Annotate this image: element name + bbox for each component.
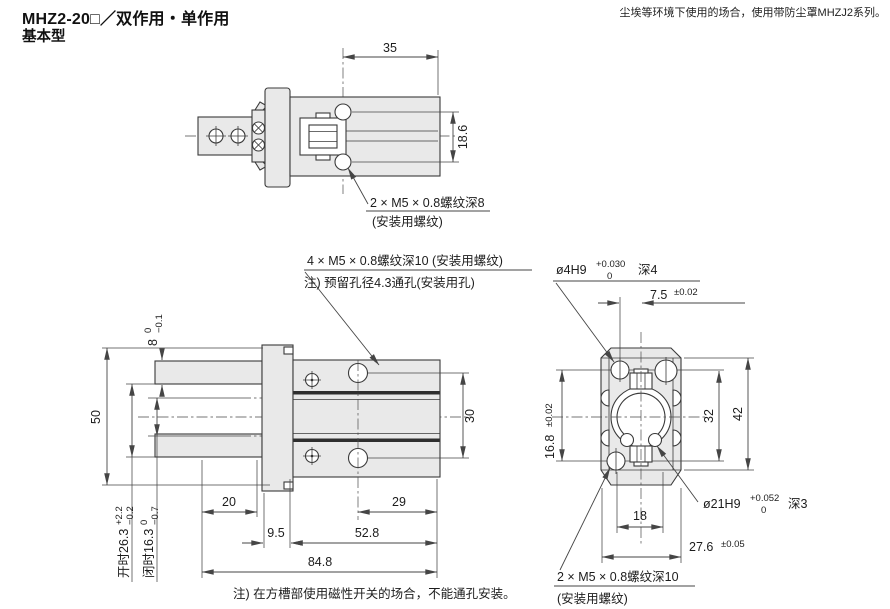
bore-depth: 深3 [788, 497, 808, 511]
dim-27-6-tol: ±0.05 [721, 539, 745, 550]
bore-tol-upper: +0.052 [750, 493, 779, 504]
dim-52-8: 52.8 [355, 526, 379, 540]
dim-29: 29 [392, 495, 406, 509]
snap-ring-hole [619, 432, 635, 448]
dim-50: 50 [89, 410, 103, 424]
switch-groove [293, 391, 440, 395]
svg-text:开时26.3: 开时26.3 [117, 529, 131, 578]
collar [264, 87, 291, 188]
dim-9-5: 9.5 [267, 526, 284, 540]
annotation-mount-hole: 注) 预留孔径4.3通孔(安装用孔) [304, 275, 475, 290]
svg-text:闭时16.3: 闭时16.3 [142, 529, 156, 578]
svg-text:−0.2: −0.2 [125, 506, 136, 525]
svg-text:−0.7: −0.7 [150, 506, 161, 525]
dim-closed: 闭时16.3 0 −0.7 [139, 506, 161, 578]
mount-hole [334, 103, 352, 121]
svg-text:16.8: 16.8 [543, 435, 557, 459]
svg-text:+2.2: +2.2 [114, 506, 125, 525]
svg-text:0: 0 [139, 520, 150, 525]
svg-text:8: 8 [146, 339, 160, 346]
pin-hole-callout: ø4H9 [556, 263, 587, 277]
pin-hole-depth: 深4 [638, 263, 658, 277]
side-notch [600, 389, 610, 407]
dim-7-5-tol: ±0.02 [674, 287, 698, 298]
mount-hole [334, 153, 352, 171]
bore-tol-lower: 0 [761, 505, 766, 516]
dim-42: 42 [731, 407, 745, 421]
page-subtitle: 基本型 [22, 29, 66, 45]
finger-upper [154, 360, 263, 385]
annotation-mount-thread: 4 × M5 × 0.8螺纹深10 (安装用螺纹) [307, 253, 503, 268]
dim-18-6: 18.6 [456, 125, 470, 149]
flange-plate [261, 344, 294, 492]
svg-text:±0.02: ±0.02 [544, 403, 555, 427]
svg-text:0: 0 [143, 328, 154, 333]
dim-18: 18 [633, 509, 647, 523]
annotation-thread-side-sub: (安装用螺纹) [557, 591, 628, 606]
snap-ring-hole [647, 432, 663, 448]
dim-open: 开时26.3 +2.2 −0.2 [114, 506, 136, 578]
dim-7-5: 7.5 [650, 288, 667, 302]
front-view: 8 0 −0.1 50 开时26.3 +2.2 −0.2 闭时16.3 [89, 253, 532, 601]
page-title: MHZ2-20□／双作用・单作用 [22, 11, 230, 28]
dim-8: 8 0 −0.1 [143, 314, 165, 346]
switch-groove [293, 438, 440, 442]
annotation-thread-top: 2 × M5 × 0.8螺纹深8 [370, 196, 485, 210]
dim-35: 35 [383, 41, 397, 55]
side-notch [672, 389, 682, 407]
bore-callout: ø21H9 [703, 497, 741, 511]
switch-note: 注) 在方槽部使用磁性开关的场合，不能通孔安装。 [233, 586, 516, 601]
side-view: 7.5 ±0.02 ø4H9 +0.030 0 深4 16.8 ±0.02 32… [543, 259, 808, 606]
pin-hole-tol-upper: +0.030 [596, 259, 625, 270]
dim-84-8: 84.8 [308, 555, 332, 569]
dim-32: 32 [702, 409, 716, 423]
side-notch [600, 429, 610, 447]
svg-text:−0.1: −0.1 [154, 314, 165, 333]
dim-27-6: 27.6 [689, 540, 713, 554]
annotation-thread-top-sub: (安装用螺纹) [372, 214, 443, 229]
finger-lower [154, 433, 263, 458]
top-view: 35 18.6 2 × M5 × 0.8螺纹深8 (安装用螺纹) [185, 41, 490, 229]
pin-hole-tol-lower: 0 [607, 271, 612, 282]
dim-30: 30 [463, 409, 477, 423]
side-notch [672, 429, 682, 447]
dim-16-8: 16.8 ±0.02 [543, 403, 557, 459]
annotation-thread-side: 2 × M5 × 0.8螺纹深10 [557, 570, 679, 584]
dust-cover-note: 尘埃等环境下使用的场合，使用带防尘罩MHZJ2系列。 [619, 7, 886, 19]
dim-20: 20 [222, 495, 236, 509]
jaw-block [251, 109, 266, 163]
